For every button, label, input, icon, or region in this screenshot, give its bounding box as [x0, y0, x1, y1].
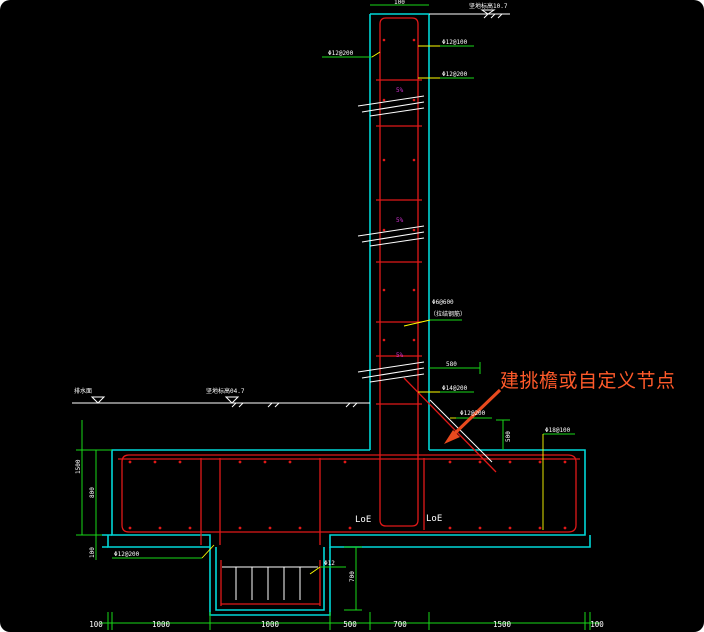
label-slope-low: 5%: [396, 352, 404, 359]
label-phi12-100: Φ12@100: [442, 39, 468, 46]
bottom-dim-7: 100: [590, 620, 604, 629]
label-slope-top: 5%: [396, 87, 404, 94]
label-dim-500-right: 500: [505, 431, 512, 442]
label-phi12-200-right: Φ12@200: [442, 71, 468, 78]
label-dim-700-v: 700: [349, 571, 356, 582]
bottom-dim-2: 1000: [152, 620, 171, 629]
bottom-dim-3: 1000: [261, 620, 280, 629]
bottom-dim-6: 1500: [493, 620, 512, 629]
dimension-lines: [76, 4, 600, 630]
label-loe-right: LoE: [426, 514, 442, 524]
label-phi12-pile: Φ12: [324, 560, 335, 567]
bottom-dim-5: 700: [393, 620, 407, 629]
top-dimension: 100: [394, 0, 405, 6]
label-tie-bar: Φ6@600: [432, 299, 454, 306]
label-dim-100-v: 100: [89, 547, 96, 558]
label-left-elevation: 坚地标高04.7: [206, 387, 245, 395]
concrete-outline: [102, 13, 591, 616]
rebar-group: [118, 17, 580, 606]
label-phi14-200: Φ14@200: [442, 385, 468, 392]
label-left-surface: 排水面: [74, 387, 92, 395]
label-dim-800-v: 800: [89, 487, 96, 498]
bottom-dim-4: 500: [343, 620, 357, 629]
elevation-markers: [90, 9, 496, 404]
label-dim-580: 580: [446, 361, 457, 368]
label-phi18-100: Φ18@100: [545, 427, 571, 434]
label-phi12-200-bottom: Φ12@200: [114, 551, 140, 558]
ground-lines: [72, 13, 510, 600]
bottom-dim-1: 100: [89, 620, 103, 629]
callout-arrow: [444, 388, 502, 444]
callout-text: 建挑檐或自定义节点: [500, 370, 676, 392]
label-dim-1500-v: 1500: [75, 459, 82, 474]
label-loe-left: LoE: [355, 515, 371, 525]
label-tie-bar-note: （拉结钢筋）: [430, 310, 466, 318]
label-phi12-200-mid: Φ12@200: [460, 410, 486, 417]
label-phi12-200-left: Φ12@200: [328, 50, 354, 57]
rebar-dots: [128, 38, 567, 530]
label-slope-mid: 5%: [396, 217, 404, 224]
top-right-elevation: 坚地标高10.7: [469, 2, 508, 10]
leader-lines: [201, 45, 544, 575]
